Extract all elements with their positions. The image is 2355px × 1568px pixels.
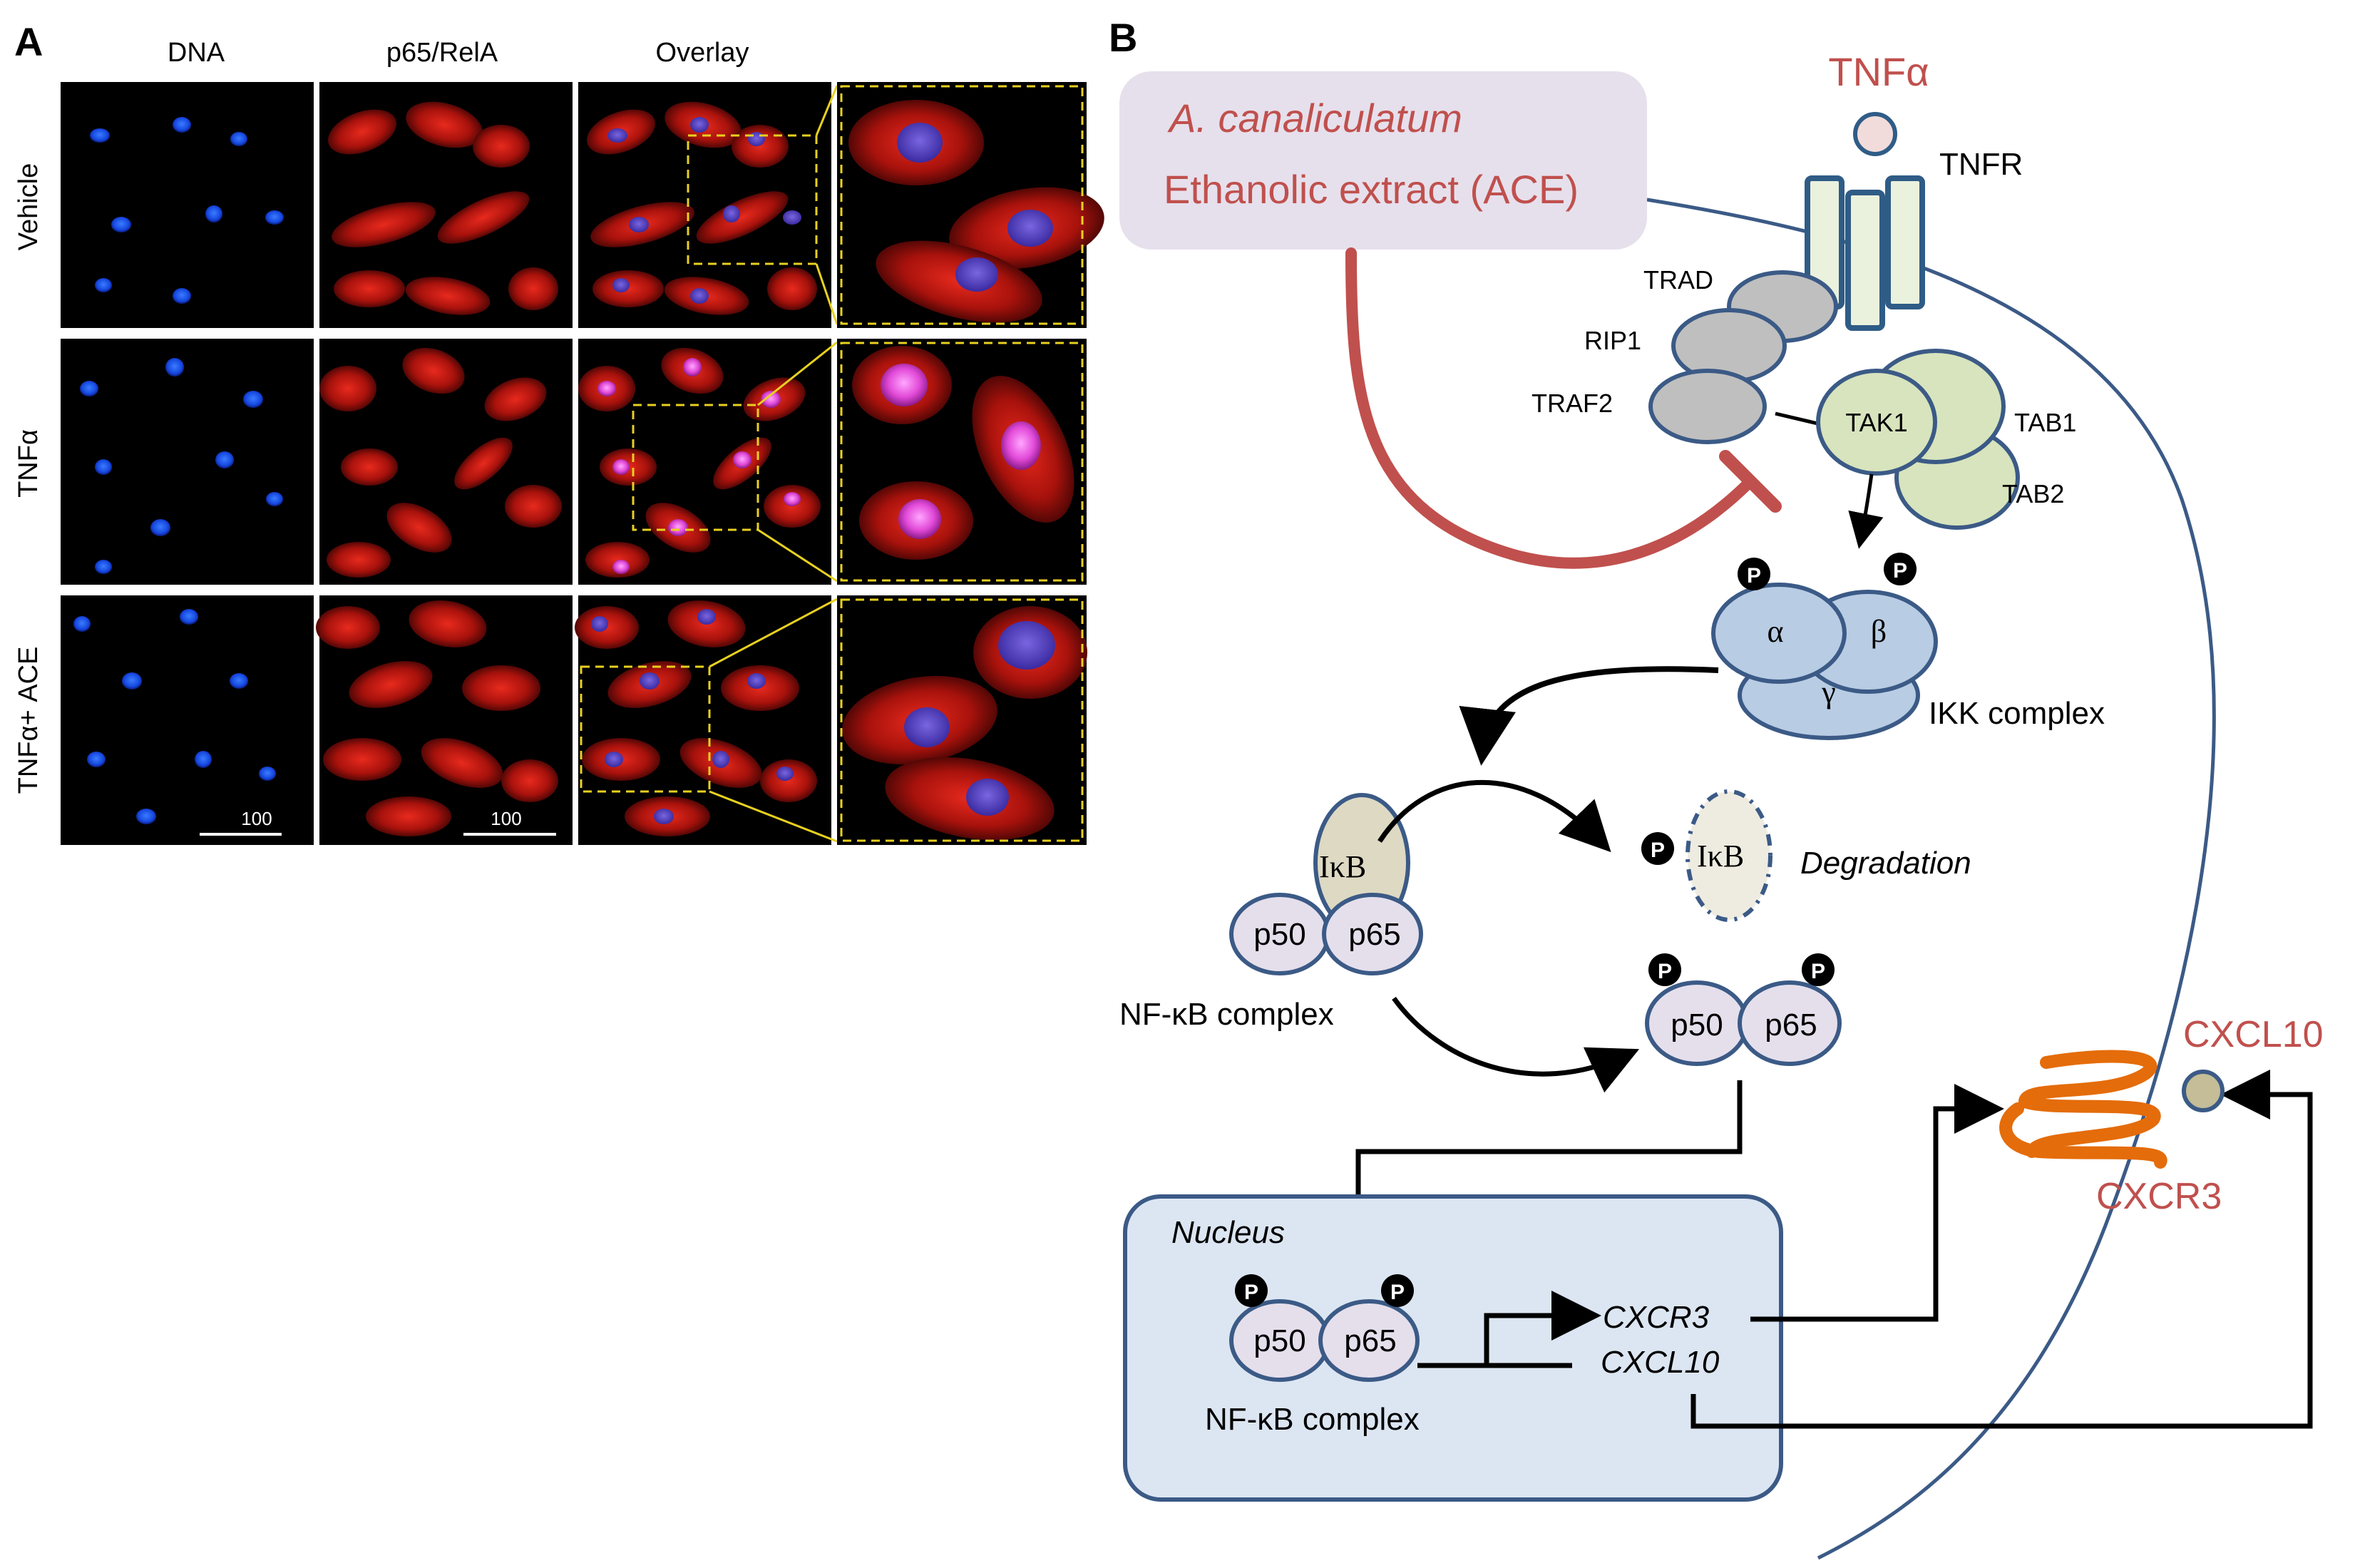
ikk-complex-label: IKK complex bbox=[1929, 696, 2105, 731]
inhibition-bar bbox=[1719, 450, 1782, 513]
phospho-label: P bbox=[1390, 1281, 1405, 1304]
tak1-protein bbox=[1816, 369, 1937, 476]
phospho-badge bbox=[1884, 553, 1917, 585]
column-header-overlay: Overlay bbox=[656, 38, 749, 68]
cell-membrane bbox=[1646, 198, 2216, 1560]
ikk-alpha bbox=[1711, 583, 1847, 684]
degradation-label: Degradation bbox=[1800, 846, 1971, 881]
tnfa-label: TNFα bbox=[1828, 49, 1929, 94]
phospho-badge bbox=[1381, 1274, 1414, 1307]
phospho-label: P bbox=[1651, 839, 1665, 862]
scale-bar-label: 100 bbox=[241, 808, 272, 829]
inset-box-ace bbox=[580, 665, 711, 793]
nuclear-nfkb-label: NF-κB complex bbox=[1205, 1402, 1420, 1437]
nucleus-label: Nucleus bbox=[1171, 1215, 1285, 1250]
to-degradation-arrow bbox=[1377, 779, 1611, 853]
extract-box bbox=[1119, 71, 1647, 250]
degraded-ikb bbox=[1686, 789, 1772, 922]
trad-label: TRAD bbox=[1643, 265, 1713, 294]
free-p65-label: p65 bbox=[1765, 1008, 1817, 1042]
row-label-tnfa: TNFα bbox=[14, 429, 43, 498]
ikb-label: IκB bbox=[1319, 849, 1366, 884]
extract-species: A. canaliculatum bbox=[1167, 96, 1462, 140]
phospho-label: P bbox=[1893, 559, 1907, 583]
tnfr-center-segment bbox=[1845, 190, 1885, 331]
cxcr3-receptor bbox=[1999, 1050, 2167, 1169]
tak1-label: TAK1 bbox=[1845, 408, 1907, 437]
phospho-badge bbox=[1235, 1274, 1268, 1307]
degraded-ikb-label: IκB bbox=[1697, 839, 1744, 873]
inset-box-vehicle bbox=[687, 134, 818, 265]
inhibition-line bbox=[1345, 247, 1756, 569]
traf2-label: TRAF2 bbox=[1531, 389, 1613, 418]
panel-b-label: B bbox=[1109, 15, 1137, 60]
free-p50-label: p50 bbox=[1671, 1008, 1723, 1042]
nuclear-p65-protein bbox=[1318, 1299, 1420, 1382]
p50-label: p50 bbox=[1253, 917, 1305, 952]
nuclear-p50-label: p50 bbox=[1253, 1323, 1305, 1358]
phospho-label: P bbox=[1811, 960, 1825, 983]
nucleus bbox=[1123, 1194, 1783, 1502]
cxcl10-expression-arrow bbox=[1690, 1070, 2313, 1429]
tnfr-right-segment bbox=[1885, 175, 1925, 309]
to-free-nfkb-arrow bbox=[1392, 996, 1640, 1093]
phospho-badge bbox=[1648, 953, 1681, 986]
phospho-badge bbox=[1802, 953, 1835, 986]
tak1-to-ikk-arrow bbox=[1848, 473, 1884, 549]
ikk-alpha-label: α bbox=[1767, 614, 1783, 649]
cxcr3-expression-arrow bbox=[1750, 1084, 2004, 1322]
phospho-label: P bbox=[1747, 564, 1761, 588]
scale-bar-label: 100 bbox=[491, 808, 521, 829]
ikk-to-nfkb-arrow bbox=[1459, 666, 1719, 766]
tnfr-label: TNFR bbox=[1939, 147, 2023, 182]
cxcl10-label: CXCL10 bbox=[2183, 1014, 2324, 1055]
cxcr3-label: CXCR3 bbox=[2096, 1176, 2222, 1217]
inset-box-tnfa bbox=[632, 404, 759, 531]
row-label-tnfa-ace: TNFα+ ACE bbox=[14, 647, 43, 794]
p65-label: p65 bbox=[1348, 917, 1400, 952]
phospho-label: P bbox=[1658, 960, 1672, 983]
tnfa-ligand bbox=[1853, 112, 1897, 156]
phospho-badge bbox=[1641, 832, 1674, 865]
ikk-beta-label: β bbox=[1871, 614, 1887, 649]
ikk-gamma-label: γ bbox=[1821, 675, 1835, 709]
panel-a-label: A bbox=[14, 19, 43, 64]
column-header-p65: p65/RelA bbox=[386, 38, 498, 68]
nuclear-p65-label: p65 bbox=[1344, 1323, 1396, 1358]
column-header-dna: DNA bbox=[168, 38, 225, 68]
rip1-label: RIP1 bbox=[1584, 326, 1641, 355]
tab1-label: TAB1 bbox=[2014, 408, 2076, 437]
traf2-protein bbox=[1648, 369, 1767, 444]
row-label-vehicle: Vehicle bbox=[14, 163, 43, 251]
free-p65-protein bbox=[1738, 980, 1842, 1066]
gene-cxcl10: CXCL10 bbox=[1601, 1345, 1720, 1380]
tab2-label: TAB2 bbox=[2002, 479, 2064, 508]
panel-a: A DNA p65/RelA Overlay Vehicle TNFα TNFα… bbox=[14, 19, 1104, 845]
transcription-arrow bbox=[1484, 1291, 1601, 1365]
phospho-badge bbox=[1738, 558, 1770, 590]
panel-b: B A. canaliculatum Ethanolic extract (AC… bbox=[1109, 15, 2324, 1560]
nfkb-complex-label: NF-κB complex bbox=[1119, 997, 1334, 1032]
gene-cxcr3: CXCR3 bbox=[1603, 1300, 1710, 1335]
p65-protein bbox=[1322, 893, 1423, 975]
phospho-label: P bbox=[1244, 1281, 1258, 1304]
cxcl10-ligand bbox=[2182, 1070, 2225, 1112]
micrograph-ace-dna bbox=[61, 595, 314, 845]
extract-name: Ethanolic extract (ACE) bbox=[1164, 167, 1579, 212]
